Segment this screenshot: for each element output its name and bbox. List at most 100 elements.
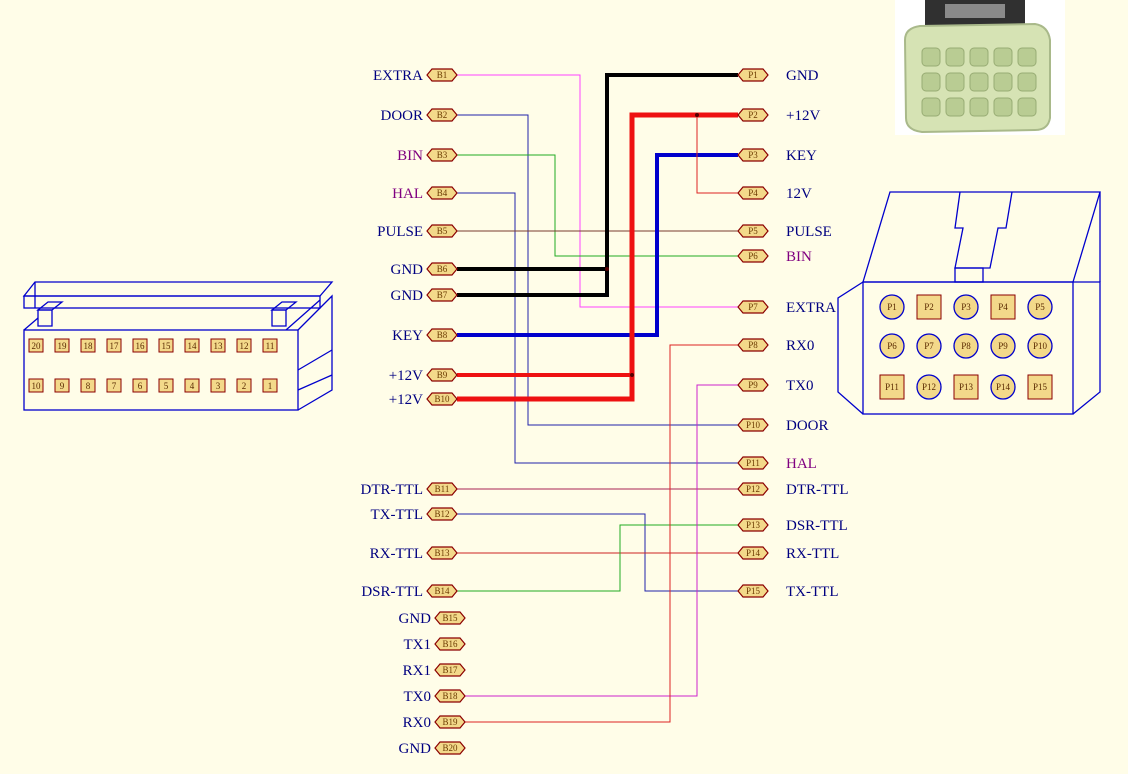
idc-pin-8: 8 [80, 378, 96, 393]
pin-number: B8 [437, 330, 448, 340]
molex-pin-P11: P11 [879, 374, 905, 400]
left-pin-label: TX-TTL [371, 507, 423, 523]
pin-number: P2 [748, 110, 758, 120]
pin-number: B20 [442, 743, 458, 753]
left-pin-label: PULSE [377, 224, 423, 240]
idc-pin-number: 16 [136, 341, 146, 351]
idc-pin-18: 18 [80, 338, 96, 353]
molex-pin-number: P6 [887, 341, 897, 351]
idc-pin-number: 8 [86, 381, 91, 391]
idc-pin-9: 9 [54, 378, 70, 393]
right-pin-label: +12V [786, 108, 820, 124]
idc-pin-number: 18 [84, 341, 94, 351]
left-pin-label: RX-TTL [370, 546, 423, 562]
pin-number: P12 [746, 484, 760, 494]
right-pin-label: PULSE [786, 224, 832, 240]
molex-pin-P14: P14 [990, 374, 1016, 400]
junction-dot [695, 113, 699, 117]
left-pin-B2: B2 [426, 108, 458, 122]
wire-B1-P7 [457, 74, 738, 308]
left-pin-label: BIN [397, 148, 423, 164]
right-pin-P9: P9 [737, 378, 769, 392]
pin-number: B19 [442, 717, 458, 727]
right-pin-P5: P5 [737, 224, 769, 238]
molex-pin-number: P11 [885, 382, 899, 392]
left-pin-B15: B15 [434, 611, 466, 625]
left-pin-B20: B20 [434, 741, 466, 755]
left-pin-label: GND [391, 288, 424, 304]
right-pin-P6: P6 [737, 249, 769, 263]
wire-B19-P8 [465, 344, 738, 723]
pin-number: B4 [437, 188, 448, 198]
pin-number: B1 [437, 70, 448, 80]
junction-dot [605, 267, 609, 271]
pin-number: P7 [748, 302, 758, 312]
molex-pin-P6: P6 [879, 333, 905, 359]
molex-pin-P10: P10 [1027, 333, 1053, 359]
left-pin-label: RX0 [403, 715, 431, 731]
idc-pin-number: 6 [138, 381, 143, 391]
idc-pin-12: 12 [236, 338, 252, 353]
pin-marker [426, 224, 458, 238]
idc-pin-number: 12 [240, 341, 249, 351]
left-pin-B10: B10 [426, 392, 458, 406]
left-pin-B8: B8 [426, 328, 458, 342]
right-pin-label: 12V [786, 186, 812, 202]
left-pin-B7: B7 [426, 288, 458, 302]
left-pin-label: GND [391, 262, 424, 278]
idc-pin-number: 5 [164, 381, 169, 391]
right-pin-label: TX0 [786, 378, 814, 394]
idc-pin-number: 20 [32, 341, 42, 351]
molex-pin-P4: P4 [990, 294, 1016, 320]
left-pin-B14: B14 [426, 584, 458, 598]
idc-pin-10: 10 [28, 378, 44, 393]
left-pin-B1: B1 [426, 68, 458, 82]
pin-number: P4 [748, 188, 758, 198]
pin-number: B16 [442, 639, 458, 649]
idc-pin-number: 3 [216, 381, 221, 391]
idc-pin-16: 16 [132, 338, 148, 353]
molex-pin-P13: P13 [953, 374, 979, 400]
pin-marker [737, 584, 769, 598]
pin-marker [434, 611, 466, 625]
idc-pin-number: 15 [162, 341, 172, 351]
pin-marker [426, 68, 458, 82]
molex-pin-P15: P15 [1027, 374, 1053, 400]
left-pin-label: KEY [392, 328, 423, 344]
pin-number: B13 [434, 548, 450, 558]
pin-number: B17 [442, 665, 458, 675]
right-pin-label: RX0 [786, 338, 814, 354]
pin-number: B18 [442, 691, 458, 701]
pin-number: B15 [442, 613, 458, 623]
idc-pin-number: 11 [266, 341, 275, 351]
pin-marker [426, 507, 458, 521]
idc-pin-number: 19 [58, 341, 68, 351]
left-pin-label: DSR-TTL [361, 584, 423, 600]
left-pin-label: DOOR [380, 108, 423, 124]
idc-pin-4: 4 [184, 378, 200, 393]
pin-marker [434, 689, 466, 703]
molex-pin-number: P2 [924, 302, 934, 312]
right-pin-P8: P8 [737, 338, 769, 352]
molex-pin-number: P10 [1033, 341, 1048, 351]
pin-number: P8 [748, 340, 758, 350]
idc-pin-number: 10 [32, 381, 42, 391]
right-pin-P12: P12 [737, 482, 769, 496]
right-pin-label: DSR-TTL [786, 518, 848, 534]
wire-B18-P9 [465, 384, 738, 697]
left-pin-label: DTR-TTL [361, 482, 423, 498]
left-pin-B17: B17 [434, 663, 466, 677]
wire-B8-P3 [457, 153, 738, 337]
pin-number: P10 [746, 420, 761, 430]
pin-marker [434, 715, 466, 729]
right-pin-P14: P14 [737, 546, 769, 560]
right-pin-P15: P15 [737, 584, 769, 598]
right-pin-label: GND [786, 68, 819, 84]
connector-photo [895, 0, 1065, 135]
pin-marker [426, 262, 458, 276]
right-pin-column: GND+12VKEY12VPULSEBINEXTRARX0TX0DOORHALD… [786, 68, 848, 600]
pin-marker [737, 418, 769, 432]
right-pin-P13: P13 [737, 518, 769, 532]
